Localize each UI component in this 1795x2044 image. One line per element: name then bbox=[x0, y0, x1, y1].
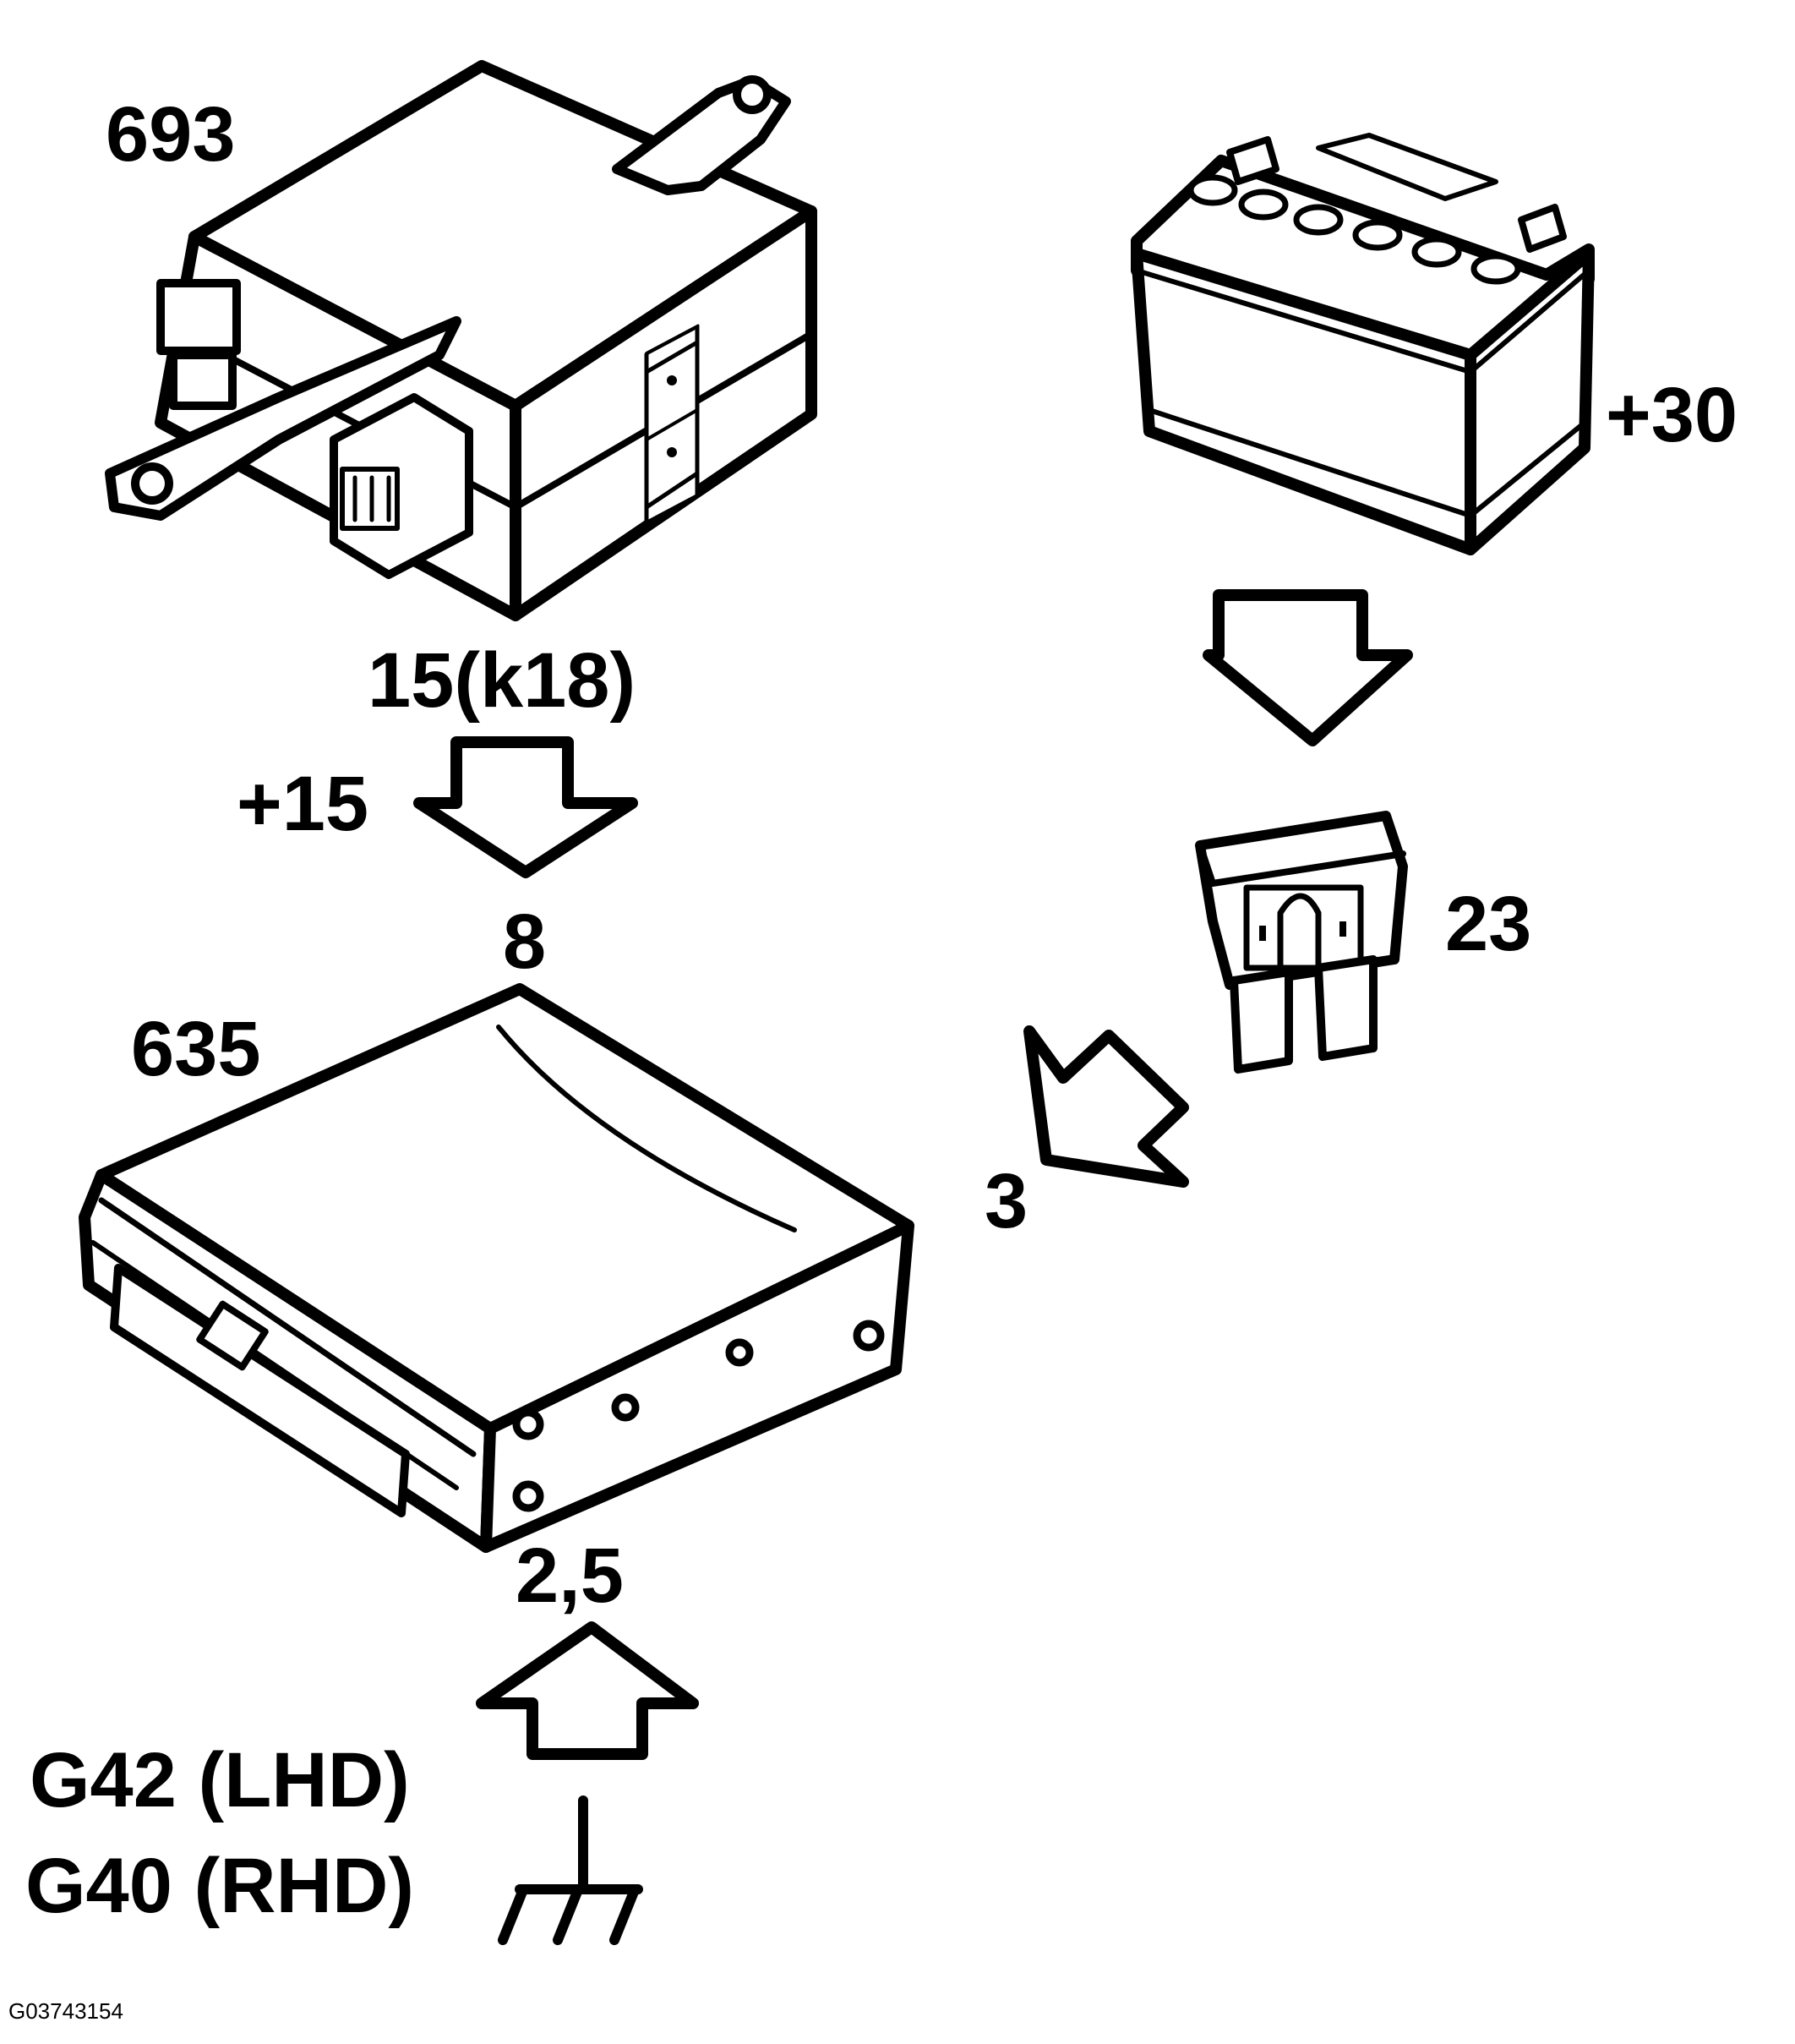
module-693-illustration bbox=[105, 60, 817, 621]
label-fuse-23: 23 bbox=[1445, 881, 1531, 967]
arrow-plus30-down bbox=[1203, 589, 1413, 746]
label-pin-2-5: 2,5 bbox=[516, 1533, 624, 1619]
label-module-693: 693 bbox=[106, 91, 236, 178]
arrow-ground-up bbox=[476, 1621, 699, 1760]
label-relay-terminal: 15(k18) bbox=[368, 637, 636, 724]
battery-illustration bbox=[1131, 133, 1595, 555]
arrow-fuse-to-pin3 bbox=[1023, 1025, 1189, 1188]
label-plus-30: +30 bbox=[1606, 372, 1738, 458]
label-ground-rhd: G40 (RHD) bbox=[25, 1843, 414, 1929]
figure-code: G03743154 bbox=[8, 1998, 123, 2024]
ground-symbol-icon bbox=[498, 1795, 643, 1945]
label-pin-3: 3 bbox=[985, 1158, 1028, 1244]
label-plus-15: +15 bbox=[237, 761, 368, 847]
label-module-635: 635 bbox=[131, 1006, 261, 1092]
arrow-plus15-down bbox=[413, 736, 638, 878]
label-ground-lhd: G42 (LHD) bbox=[30, 1737, 410, 1823]
label-pin-8: 8 bbox=[503, 899, 546, 985]
fuse-23-illustration bbox=[1195, 811, 1408, 1074]
module-635-illustration bbox=[79, 983, 914, 1553]
